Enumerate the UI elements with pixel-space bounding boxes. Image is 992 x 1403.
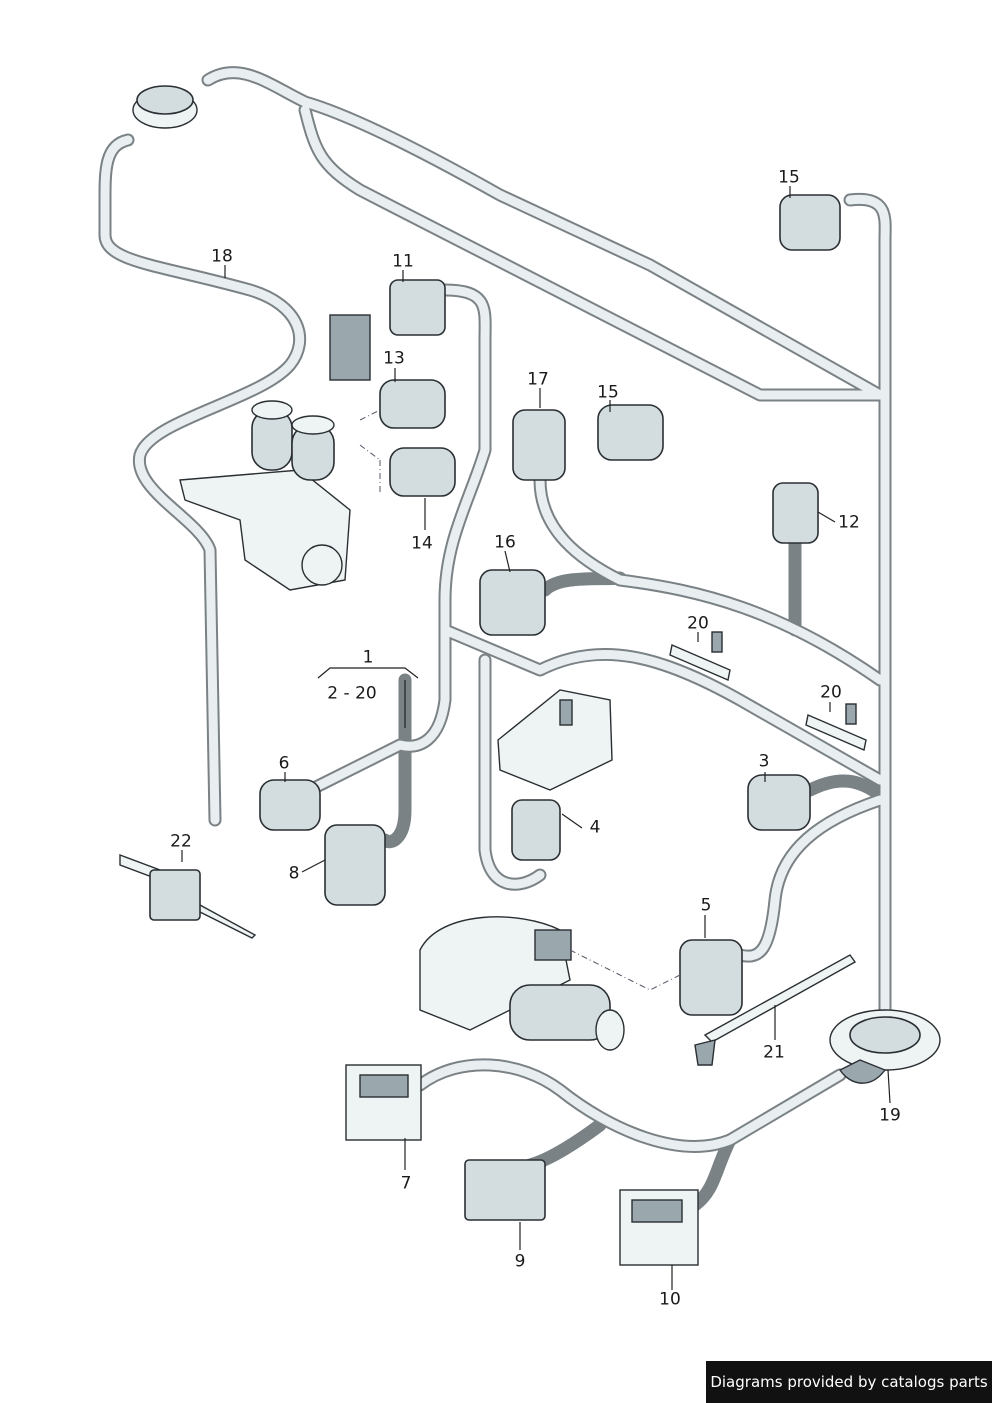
cable-tie-21 <box>694 954 857 1066</box>
grommet-19 <box>829 1009 941 1084</box>
sensor-22 <box>119 853 257 939</box>
callout-12: 12 <box>838 512 860 533</box>
connector-5 <box>679 939 743 1016</box>
wire-bottom-branch-9 <box>523 1118 607 1172</box>
connector-13 <box>379 379 446 429</box>
callout-17: 17 <box>527 369 549 390</box>
callout-4: 4 <box>589 817 601 838</box>
grommet-top <box>132 85 198 129</box>
wire-highlight-cross-2 <box>535 475 885 685</box>
connector-15-mid <box>597 404 664 461</box>
callout-5: 5 <box>700 895 712 916</box>
clips-20 <box>669 631 867 751</box>
credit-badge: Diagrams provided by catalogs parts <box>706 1361 992 1403</box>
valve-assembly <box>179 314 371 591</box>
callout-13: 13 <box>383 348 405 369</box>
connector-11 <box>389 279 446 336</box>
callout-2-20: 2 - 20 <box>327 683 377 704</box>
connector-9 <box>464 1159 546 1221</box>
dash-wiper <box>569 949 681 991</box>
wire-highlight-inner <box>300 105 885 400</box>
connector-4 <box>511 799 561 861</box>
callout-19: 19 <box>879 1105 901 1126</box>
callout-14: 14 <box>411 533 433 554</box>
callout-20-upper: 20 <box>687 613 709 634</box>
control-module <box>497 689 613 791</box>
callout-7: 7 <box>400 1173 412 1194</box>
callout-10: 10 <box>659 1289 681 1310</box>
leader-lines <box>181 186 891 1290</box>
wire-bottom-branch-10 <box>688 1133 737 1212</box>
connector-17 <box>512 409 566 481</box>
wire-highlight-top <box>100 135 304 825</box>
callout-3: 3 <box>758 751 770 772</box>
connector-15-top <box>779 194 841 251</box>
callout-8: 8 <box>288 863 300 884</box>
wire-highlight-bottom <box>415 1060 845 1151</box>
callout-9: 9 <box>514 1251 526 1272</box>
connectors <box>259 194 841 1266</box>
callout-16: 16 <box>494 532 516 553</box>
callout-1: 1 <box>362 647 374 668</box>
wire-highlight-trunk <box>305 285 490 795</box>
callout-15-top: 15 <box>778 167 800 188</box>
callout-21: 21 <box>763 1042 785 1063</box>
connector-12 <box>772 482 819 544</box>
callout-22: 22 <box>170 831 192 852</box>
wire-highlight-15 <box>845 194 890 1025</box>
callout-11: 11 <box>392 251 414 272</box>
wire-branch-16 <box>538 571 627 597</box>
connector-14 <box>389 447 456 497</box>
wire-highlight-right <box>203 68 885 400</box>
connector-16 <box>479 569 546 636</box>
connector-8 <box>324 824 386 906</box>
harness-wires <box>98 66 892 1212</box>
wire-branch-3 <box>803 774 887 802</box>
wire-highlight-cross-1 <box>440 625 885 785</box>
callout-20-lower: 20 <box>820 682 842 703</box>
callout-15-mid: 15 <box>597 382 619 403</box>
wire-highlight-5 <box>735 795 885 961</box>
callout-6: 6 <box>278 753 290 774</box>
connector-6 <box>259 779 321 831</box>
wire-highlight-4 <box>480 655 545 889</box>
connector-3 <box>747 774 811 831</box>
dash-valve <box>359 409 381 495</box>
wiper-motor <box>419 916 681 1051</box>
callout-18: 18 <box>211 246 233 267</box>
wire-branch-15 <box>843 192 892 1027</box>
wire-branch-8 <box>378 673 412 849</box>
